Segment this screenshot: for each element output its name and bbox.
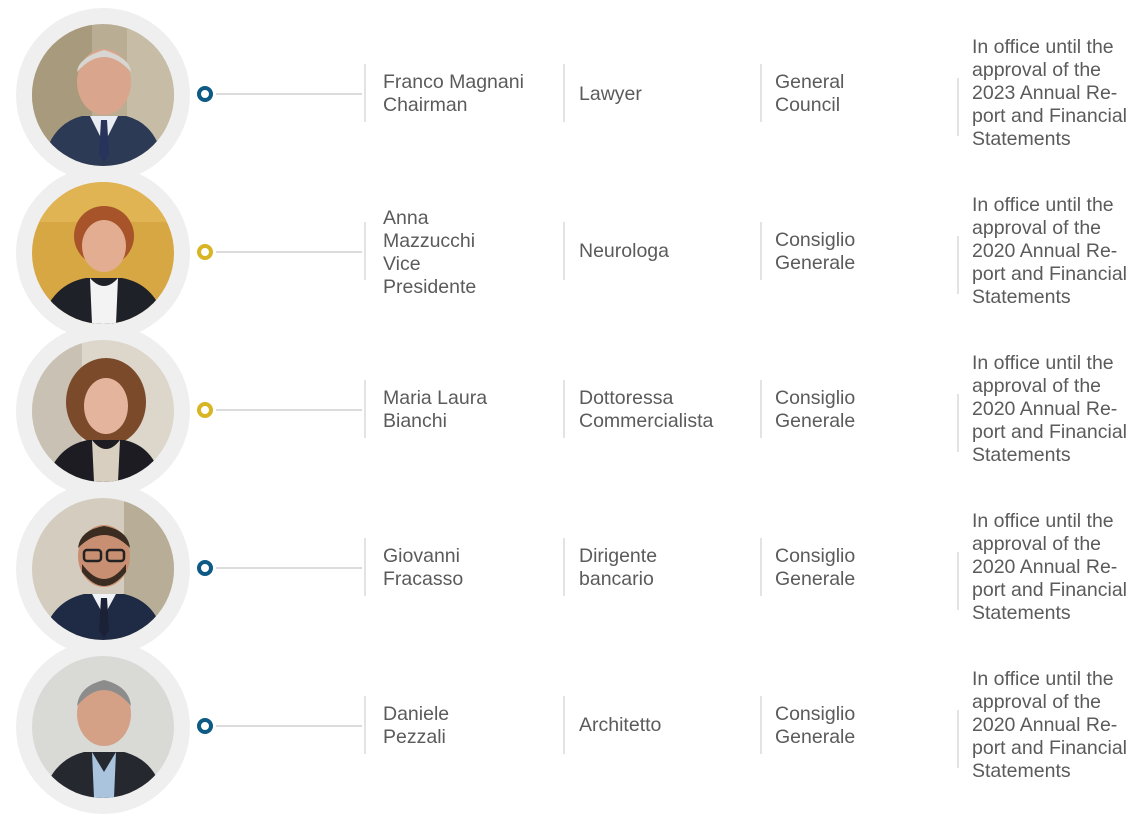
member-term: In office until the approval of the 2020… [972,668,1128,782]
member-body: General Council [775,71,845,116]
connector-line [216,725,362,727]
portrait-older-man-icon [32,24,174,166]
timeline-marker [197,402,213,418]
portrait-woman-icon [32,182,174,324]
column-divider [563,380,565,438]
column-divider [760,64,762,122]
column-divider [957,552,959,610]
connector-line [216,251,362,253]
portrait-man-glasses-icon [32,498,174,640]
column-divider [760,538,762,596]
column-divider [760,380,762,438]
member-photo [32,498,174,640]
portrait-woman-curly-hair-icon [32,340,174,482]
timeline-marker [197,86,213,102]
column-divider [364,222,366,280]
member-photo [32,182,174,324]
member-name: Anna Mazzucchi Vice Presidente [383,207,477,298]
column-divider [563,538,565,596]
member-profession: Neurologa [579,239,669,262]
member-body: Consiglio Generale [775,387,856,432]
column-divider [364,380,366,438]
member-row: Giovanni Fracasso Dirigente bancario Con… [0,482,1147,656]
column-divider [957,78,959,136]
portrait-man-grey-hair-icon [32,656,174,798]
member-row: Daniele Pezzali Architetto Consiglio Gen… [0,640,1147,814]
member-row: Anna Mazzucchi Vice Presidente Neurologa… [0,166,1147,340]
column-divider [957,236,959,294]
member-term: In office until the approval of the 2023… [972,36,1128,150]
column-divider [957,394,959,452]
member-profession: Architetto [579,713,662,736]
member-profession: Lawyer [579,82,642,105]
connector-line [216,93,362,95]
member-name: Giovanni Fracasso [383,545,464,590]
member-photo [32,24,174,166]
column-divider [364,696,366,754]
column-divider [364,538,366,596]
column-divider [563,222,565,280]
timeline-marker [197,718,213,734]
timeline-marker [197,244,213,260]
member-photo [32,656,174,798]
column-divider [364,64,366,122]
member-body: Consiglio Generale [775,545,856,590]
member-profession: Dirigente bancario [579,545,658,590]
member-name: Maria Laura Bianchi [383,387,488,432]
member-term: In office until the approval of the 2020… [972,194,1128,308]
member-profession: Dottoressa Commercialista [579,387,714,432]
column-divider [760,222,762,280]
column-divider [957,710,959,768]
member-term: In office until the approval of the 2020… [972,352,1128,466]
connector-line [216,567,362,569]
member-row: Maria Laura Bianchi Dottoressa Commercia… [0,324,1147,498]
column-divider [760,696,762,754]
member-photo [32,340,174,482]
timeline-marker [197,560,213,576]
connector-line [216,409,362,411]
member-term: In office until the approval of the 2020… [972,510,1128,624]
member-row: Franco Magnani Chairman Lawyer General C… [0,8,1147,182]
column-divider [563,64,565,122]
member-name: Daniele Pezzali [383,703,450,748]
member-body: Consiglio Generale [775,703,856,748]
member-body: Consiglio Generale [775,229,856,274]
column-divider [563,696,565,754]
member-name: Franco Magnani Chairman [383,71,524,116]
